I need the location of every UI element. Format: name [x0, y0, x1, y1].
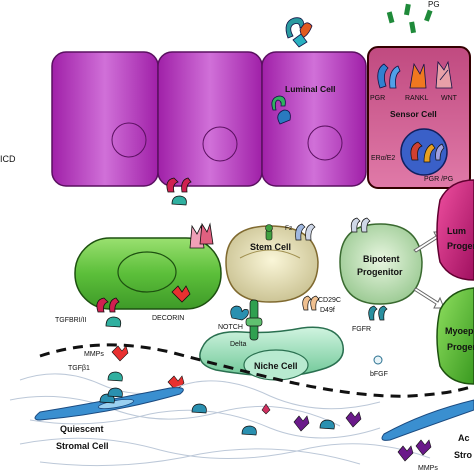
decorin-icon	[171, 285, 191, 303]
notch-receptor-icon	[230, 305, 249, 321]
fgfr-receptor-icon	[368, 305, 388, 321]
myoepithelial-progenitor	[436, 287, 474, 385]
quiescent-label-1: Quiescent	[60, 424, 104, 434]
icd-label: ICD	[0, 154, 16, 164]
bfgf-molecule	[373, 355, 383, 365]
stromal-receptor-icon	[99, 387, 123, 404]
nucleus	[202, 126, 238, 162]
niche-cell-label: Niche Cell	[254, 361, 298, 371]
decorin-label: DECORIN	[152, 315, 184, 322]
pg-label: PG	[428, 0, 440, 9]
tgfbr-receptor-lower-icon	[96, 297, 122, 328]
luminal-cells-row	[51, 51, 367, 187]
luminal-internal-receptor-icon	[271, 95, 291, 125]
nucleus	[111, 122, 147, 158]
stem-cell-label: Stem Cell	[250, 242, 291, 252]
progenitor-label: Progenitor	[357, 267, 403, 277]
basement-membrane	[39, 343, 474, 398]
bipotent-receptor-icon	[350, 217, 371, 233]
er-pgr-nuclear-receptors	[410, 141, 445, 163]
luminal-receptor-icon	[285, 17, 313, 48]
luminal-cell-1	[51, 51, 159, 187]
active-stromal-cell	[381, 399, 474, 441]
pgr-pg-label: PGR /PG	[424, 176, 453, 183]
sensor-cell-label: Sensor Cell	[390, 109, 437, 119]
pgr-label: PGR	[370, 95, 385, 102]
tgfbr-receptor-upper-icon	[166, 177, 192, 206]
active-label-1: Ac	[458, 433, 470, 443]
luminal-progenitor-label-1: Lum	[447, 226, 466, 236]
delta-label: Delta	[230, 341, 246, 348]
delta-notch-icon	[245, 299, 263, 341]
er-e2-label: ERα/E2	[371, 155, 395, 162]
wnt-ligand-icon	[189, 222, 214, 249]
myoepithelial-cell	[74, 237, 222, 310]
luminal-cell-3	[261, 51, 367, 187]
pgr-receptor-icon	[377, 63, 401, 89]
rankl-icon	[409, 62, 427, 89]
pg-molecules	[386, 3, 433, 34]
luminal-progenitor-label-2: Progen	[447, 241, 474, 251]
wnt-icon	[435, 60, 453, 89]
cd29c-label: CD29C	[318, 297, 341, 304]
stem-receptor-icon	[265, 224, 273, 241]
tgfbr-label: TGFBRI/II	[55, 317, 87, 324]
bipotent-progenitor	[339, 223, 423, 305]
notch-label: NOTCH	[218, 324, 243, 331]
luminal-cell-2	[157, 51, 263, 187]
mmps-left-label: MMPs	[84, 351, 104, 358]
tgfb1-icon	[107, 371, 123, 382]
mmps-bottom-icon	[293, 411, 432, 462]
extracellular-matrix	[9, 373, 431, 467]
luminal-progenitor	[436, 179, 474, 281]
stroma-ligands	[191, 403, 335, 436]
quiescent-label-2: Stromal Cell	[56, 441, 109, 451]
active-label-2: Stro	[454, 450, 473, 460]
wnt-label: WNT	[441, 95, 458, 102]
rankl-label: RANKL	[405, 95, 428, 102]
fz-receptor-icon	[295, 223, 316, 241]
bipotent-label: Bipotent	[363, 254, 400, 264]
d49f-label: D49f	[320, 307, 335, 314]
fz-label: Fz	[285, 225, 292, 232]
fgfr-label: FGFR	[352, 326, 371, 333]
tgfb1-label: TGFβ1	[68, 365, 90, 372]
myoepithelial-nucleus	[117, 251, 177, 293]
myoep-progenitor-label-1: Myoep	[445, 326, 474, 336]
sensor-nucleus	[400, 128, 448, 176]
mmps-bottom-label: MMPs	[418, 465, 438, 472]
mmps-icon	[111, 345, 185, 392]
stem-cell	[225, 225, 319, 303]
nucleus	[307, 125, 343, 161]
integrin-icon	[302, 295, 320, 311]
myoep-progenitor-label-2: Progen	[447, 342, 474, 352]
bfgf-label: bFGF	[370, 371, 388, 378]
luminal-cell-label: Luminal Cell	[285, 84, 336, 94]
